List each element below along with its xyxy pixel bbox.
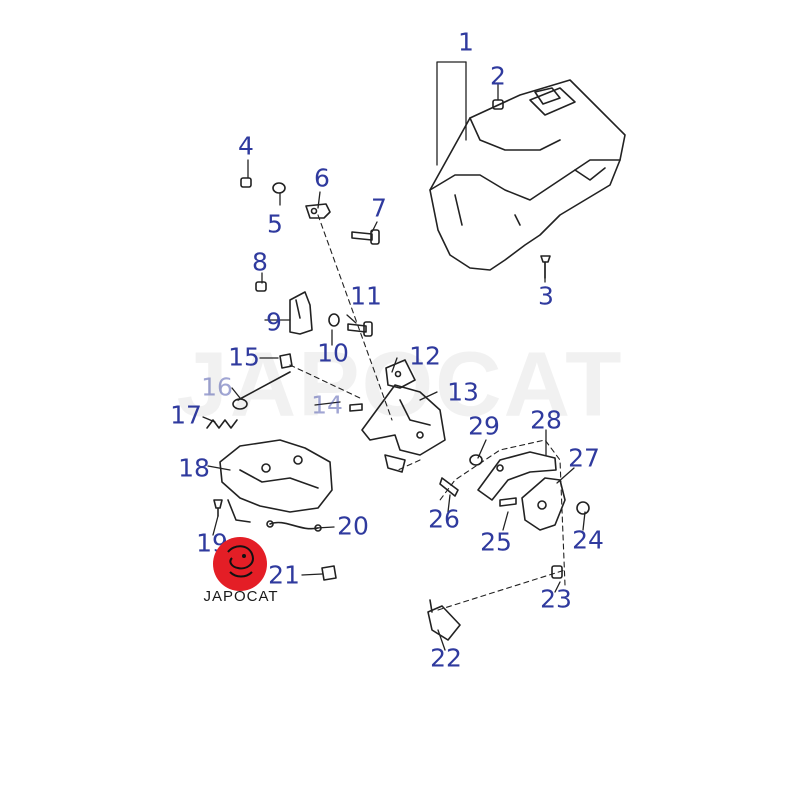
callout-15: 15 [228, 342, 260, 372]
callout-3: 3 [538, 281, 554, 311]
callout-7: 7 [371, 193, 387, 223]
part-15-clip [279, 353, 293, 369]
part-24-nut [576, 501, 590, 515]
callout-22: 22 [430, 643, 462, 673]
callout-23: 23 [540, 584, 572, 614]
assembly-axes [289, 214, 566, 611]
part-1-column-cover [429, 79, 626, 271]
part-18-pedal-mount [219, 439, 333, 523]
callout-11: 11 [350, 281, 382, 311]
callout-6: 6 [314, 163, 330, 193]
callout-20: 20 [337, 511, 369, 541]
logo-text: JAPOCAT [203, 588, 279, 605]
callout-10: 10 [317, 338, 349, 368]
part-23-bushing [551, 565, 563, 579]
part-19-screw [213, 499, 223, 517]
part-22-switch [427, 599, 461, 641]
part-9-bracket [289, 291, 313, 335]
part-26-spring-pin [439, 477, 459, 497]
callout-12: 12 [409, 341, 441, 371]
part-16-rod [232, 371, 291, 410]
part-7-bolt [351, 229, 380, 245]
callout-1: 1 [458, 27, 474, 57]
part-28-lever [477, 451, 557, 501]
part-14-pin [349, 403, 363, 412]
leader-lines [202, 61, 586, 651]
part-17-spring [206, 419, 238, 429]
part-13-pedal-bracket [361, 384, 446, 473]
part-10-bushing [328, 313, 340, 327]
part-20-wire [266, 520, 322, 532]
callout-28: 28 [530, 405, 562, 435]
callout-2: 2 [490, 61, 506, 91]
callout-8: 8 [252, 247, 268, 277]
callout-16: 16 [201, 372, 233, 402]
part-5-washer [272, 182, 286, 194]
callout-18: 18 [178, 453, 210, 483]
callout-13: 13 [447, 377, 479, 407]
callout-27: 27 [568, 443, 600, 473]
part-8-nut [255, 281, 267, 292]
part-21-clip [321, 565, 337, 581]
callout-24: 24 [572, 525, 604, 555]
part-29-bushing [469, 454, 483, 466]
japocat-logo: JAPOCAT [198, 534, 284, 612]
callout-29: 29 [468, 411, 500, 441]
callout-4: 4 [238, 131, 254, 161]
logo-mark [213, 537, 267, 591]
callout-5: 5 [267, 209, 283, 239]
part-25-pin [499, 497, 517, 507]
callout-9: 9 [266, 307, 282, 337]
part-6-bracket [305, 203, 331, 219]
callout-21: 21 [268, 560, 300, 590]
part-27-cam-plate [521, 477, 566, 531]
callout-17: 17 [170, 400, 202, 430]
part-11-bolt [347, 321, 373, 337]
callout-25: 25 [480, 527, 512, 557]
part-12-plate [385, 359, 416, 389]
callout-26: 26 [428, 504, 460, 534]
part-4-nut [240, 177, 252, 188]
callout-14: 14 [311, 390, 343, 420]
